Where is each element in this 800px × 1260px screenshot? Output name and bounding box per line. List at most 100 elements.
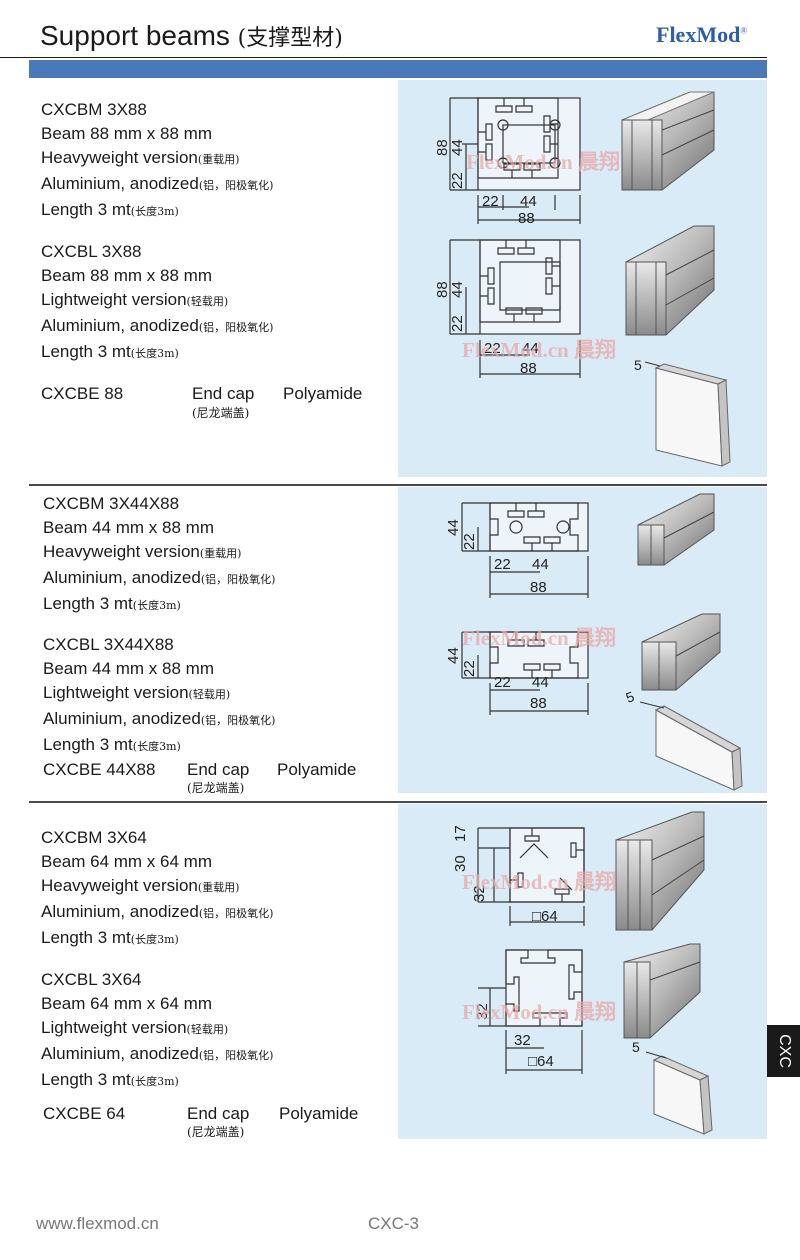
footer-url[interactable]: www.flexmod.cn <box>36 1214 159 1233</box>
product-block: CXCBL 3X64 Beam 64 mm x 64 mm Lightweigh… <box>41 968 273 1094</box>
dim-d1: 22 <box>461 533 478 550</box>
dim-d2: 30 <box>452 855 469 872</box>
product-block: CXCBM 3X64 Beam 64 mm x 64 mm Heavyweigh… <box>41 826 273 952</box>
product-length: Length 3 mt(长度3m) <box>41 340 273 366</box>
product-length: Length 3 mt(长度3m) <box>41 1068 273 1094</box>
endcap-name: End cap <box>187 760 250 779</box>
product-code: CXCBM 3X44X88 <box>43 494 180 513</box>
endcap-drawing-88 <box>644 361 731 467</box>
version-cn: (重载用) <box>197 153 240 166</box>
product-length: Length 3 mt(长度3m) <box>43 592 275 618</box>
dim-w1: 22 <box>482 193 499 210</box>
watermark: FlexMod.cn 晨翔 <box>462 338 616 362</box>
dims-88-light: 88 44 22 22 44 88 <box>434 281 539 377</box>
finish-cn: (铝，阳极氧化) <box>198 907 274 920</box>
version-label: Lightweight version <box>43 683 189 702</box>
page-title: Support beams (支撑型材) <box>40 20 343 52</box>
length-label: Length 3 mt <box>41 1070 131 1089</box>
finish-cn: (铝，阳极氧化) <box>198 321 274 334</box>
header-band <box>29 60 767 78</box>
dim-height: 88 <box>434 139 451 156</box>
product-length: Length 3 mt(长度3m) <box>43 733 275 759</box>
section-divider-2 <box>29 801 767 803</box>
version-label: Lightweight version <box>41 1018 187 1037</box>
brand-logo: FlexMod® <box>656 22 747 48</box>
version-label: Lightweight version <box>41 290 187 309</box>
length-cn: (长度3m) <box>130 347 179 360</box>
dim-w: □64 <box>528 1053 554 1070</box>
dim-w3: 88 <box>518 210 535 227</box>
dim-d1: 44 <box>449 139 466 156</box>
endcap-material: Polyamide <box>283 384 363 403</box>
dim-w1: 22 <box>484 340 501 357</box>
dim-d1: 44 <box>449 281 466 298</box>
product-size: Beam 44 mm x 88 mm <box>43 518 214 537</box>
watermark: FlexMod.cn 晨翔 <box>462 1000 616 1024</box>
endcap-dim: 5 <box>632 1039 640 1055</box>
product-length: Length 3 mt(长度3m) <box>41 926 273 952</box>
finish-label: Aluminium, anodized <box>41 1044 199 1063</box>
version-cn: (轻载用) <box>188 688 231 701</box>
version-label: Heavyweight version <box>43 542 200 561</box>
dim-w3: 88 <box>520 360 537 377</box>
profile-drawing-64-heavy <box>477 827 585 926</box>
dims-88-heavy: 88 44 22 22 44 88 <box>434 139 537 227</box>
dim-d1: 32 <box>474 1003 491 1020</box>
length-label: Length 3 mt <box>41 200 131 219</box>
finish-cn: (铝，阳极氧化) <box>200 573 276 586</box>
watermark: FlexMod.cn 晨翔 <box>466 150 620 174</box>
dim-w3: 88 <box>530 579 547 596</box>
page-title-text: Support beams <box>40 20 230 51</box>
length-label: Length 3 mt <box>43 735 133 754</box>
registered-mark: ® <box>740 25 748 36</box>
product-length: Length 3 mt(长度3m) <box>41 198 273 224</box>
finish-label: Aluminium, anodized <box>41 174 199 193</box>
dim-w: □64 <box>532 908 558 925</box>
dim-w1: 32 <box>514 1032 531 1049</box>
endcap-material: Polyamide <box>279 1104 359 1123</box>
dim-w1: 22 <box>494 556 511 573</box>
dim-w2: 44 <box>532 674 549 691</box>
version-label: Heavyweight version <box>41 148 198 167</box>
dim-w3: 88 <box>530 695 547 712</box>
dim-w2: 44 <box>532 556 549 573</box>
dim-d2: 22 <box>449 315 466 332</box>
dim-d2: 22 <box>449 172 466 189</box>
endcap-drawing-44x88 <box>639 701 743 791</box>
version-label: Heavyweight version <box>41 876 198 895</box>
length-cn: (长度3m) <box>132 740 181 753</box>
version-cn: (重载用) <box>199 547 242 560</box>
product-version: Lightweight version(轻载用) <box>41 1016 273 1042</box>
endcap-material: Polyamide <box>277 760 357 779</box>
product-finish: Aluminium, anodized(铝，阳极氧化) <box>41 900 273 926</box>
endcap-drawing-64 <box>645 1051 713 1135</box>
product-code: CXCBL 3X64 <box>41 970 142 989</box>
product-finish: Aluminium, anodized(铝，阳极氧化) <box>43 707 275 733</box>
product-version: Lightweight version(轻载用) <box>43 681 275 707</box>
dim-w1: 22 <box>494 674 511 691</box>
length-cn: (长度3m) <box>130 933 179 946</box>
brand-name: FlexMod <box>656 22 741 47</box>
product-size: Beam 88 mm x 88 mm <box>41 266 212 285</box>
product-code: CXCBM 3X88 <box>41 100 147 119</box>
endcap-name-cn: (尼龙端盖) <box>187 1125 245 1139</box>
length-label: Length 3 mt <box>41 928 131 947</box>
profile-drawing-44x88-heavy <box>461 502 589 598</box>
dim-d3: 32 <box>471 885 488 902</box>
profile-photo-64-light <box>623 943 701 1039</box>
profile-drawing-88-light <box>449 239 581 378</box>
finish-label: Aluminium, anodized <box>43 568 201 587</box>
dim-height: 44 <box>445 519 462 536</box>
version-cn: (轻载用) <box>186 295 229 308</box>
product-version: Heavyweight version(重载用) <box>41 874 273 900</box>
endcap-code: CXCBE 64 <box>43 1104 126 1123</box>
finish-label: Aluminium, anodized <box>43 709 201 728</box>
section-divider-1 <box>29 484 767 486</box>
product-block: CXCBL 3X44X88 Beam 44 mm x 88 mm Lightwe… <box>43 633 275 759</box>
product-size: Beam 44 mm x 88 mm <box>43 659 214 678</box>
product-size: Beam 88 mm x 88 mm <box>41 124 212 143</box>
product-version: Heavyweight version(重载用) <box>43 540 275 566</box>
endcap-name-cn: (尼龙端盖) <box>187 781 245 795</box>
profile-photo-88-light <box>625 225 715 336</box>
